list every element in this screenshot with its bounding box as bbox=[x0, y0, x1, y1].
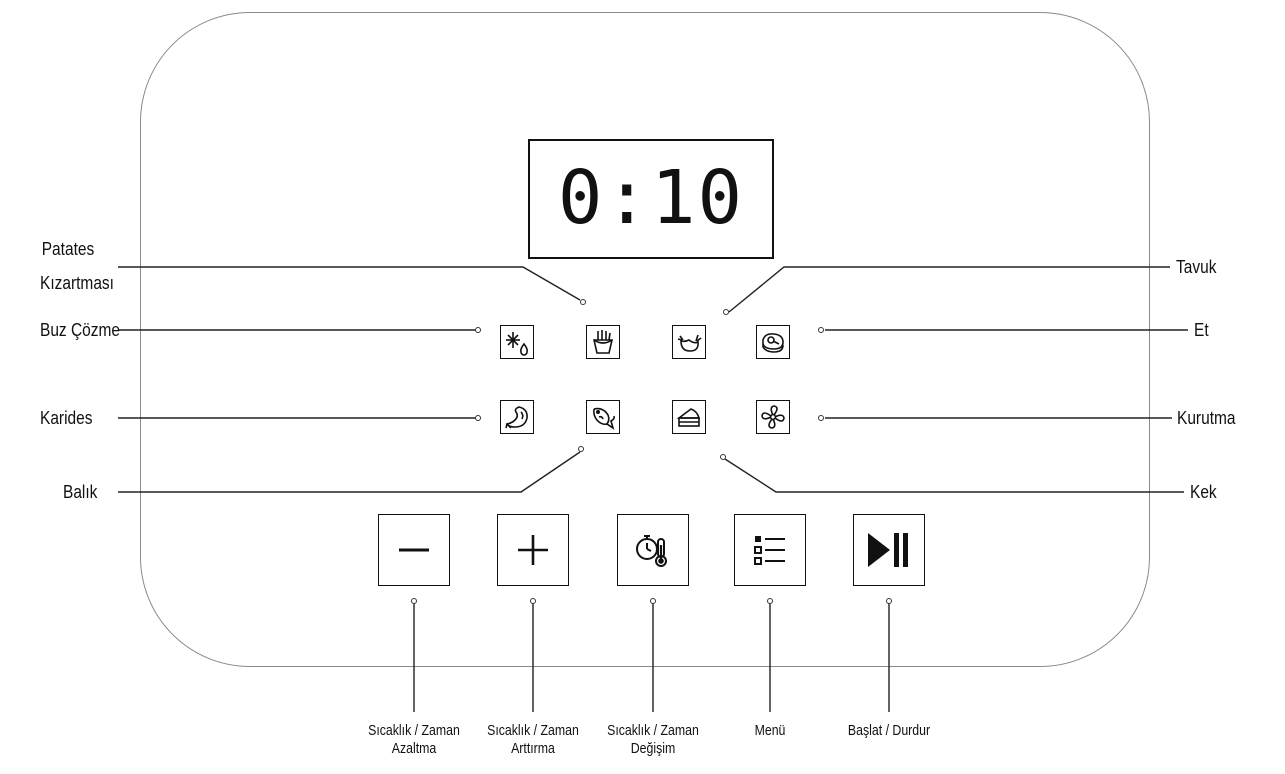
start-stop-button[interactable] bbox=[853, 514, 925, 586]
cake-icon bbox=[676, 408, 701, 427]
increase-button[interactable] bbox=[497, 514, 569, 586]
shrimp-icon bbox=[505, 406, 528, 429]
menu-button[interactable] bbox=[734, 514, 806, 586]
time-readout: 0:10 bbox=[561, 159, 741, 239]
indicator-dot bbox=[886, 598, 892, 604]
indicator-dot bbox=[411, 598, 417, 604]
label-balik: Balık bbox=[63, 482, 98, 502]
label-menu: Menü bbox=[754, 723, 786, 739]
fan-icon bbox=[761, 405, 785, 429]
label-et: Et bbox=[1194, 320, 1209, 340]
indicator-dot bbox=[818, 415, 824, 421]
mode-button-kurutma[interactable] bbox=[756, 400, 790, 434]
time-display: 0:10 bbox=[528, 139, 774, 259]
mode-button-tavuk[interactable] bbox=[672, 325, 706, 359]
mode-button-buz-cozme[interactable] bbox=[500, 325, 534, 359]
mode-button-balik[interactable] bbox=[586, 400, 620, 434]
indicator-dot bbox=[720, 454, 726, 460]
mode-button-patates[interactable] bbox=[586, 325, 620, 359]
mode-button-kek[interactable] bbox=[672, 400, 706, 434]
plus-icon bbox=[518, 535, 548, 565]
control-panel-outline bbox=[140, 12, 1150, 667]
indicator-dot bbox=[530, 598, 536, 604]
decrease-button[interactable] bbox=[378, 514, 450, 586]
indicator-dot bbox=[650, 598, 656, 604]
label-start-stop: Başlat / Durdur bbox=[847, 723, 931, 739]
minus-icon bbox=[399, 548, 429, 552]
indicator-dot bbox=[578, 446, 584, 452]
label-kurutma: Kurutma bbox=[1177, 408, 1236, 428]
timer-thermometer-icon bbox=[636, 535, 667, 567]
mode-button-et[interactable] bbox=[756, 325, 790, 359]
indicator-dot bbox=[723, 309, 729, 315]
steak-icon bbox=[762, 333, 784, 353]
play-pause-icon bbox=[868, 533, 908, 567]
indicator-dot bbox=[475, 415, 481, 421]
indicator-dot bbox=[818, 327, 824, 333]
temp-time-switch-button[interactable] bbox=[617, 514, 689, 586]
label-patates: Patates bbox=[41, 239, 95, 259]
chicken-icon bbox=[677, 334, 702, 352]
snowflake-drop-icon bbox=[506, 332, 528, 356]
french-fries-icon bbox=[592, 330, 614, 354]
label-kek: Kek bbox=[1190, 482, 1217, 502]
fish-icon bbox=[593, 407, 615, 430]
label-karides: Karides bbox=[40, 408, 93, 428]
label-patates-line2: Kızartması bbox=[40, 273, 114, 293]
label-tavuk: Tavuk bbox=[1176, 257, 1217, 277]
indicator-dot bbox=[475, 327, 481, 333]
seven-segment-readout: 0:10 bbox=[561, 159, 741, 239]
indicator-dot bbox=[580, 299, 586, 305]
label-buz-cozme: Buz Çözme bbox=[40, 320, 121, 340]
mode-button-karides[interactable] bbox=[500, 400, 534, 434]
indicator-dot bbox=[767, 598, 773, 604]
menu-list-icon bbox=[754, 536, 785, 565]
